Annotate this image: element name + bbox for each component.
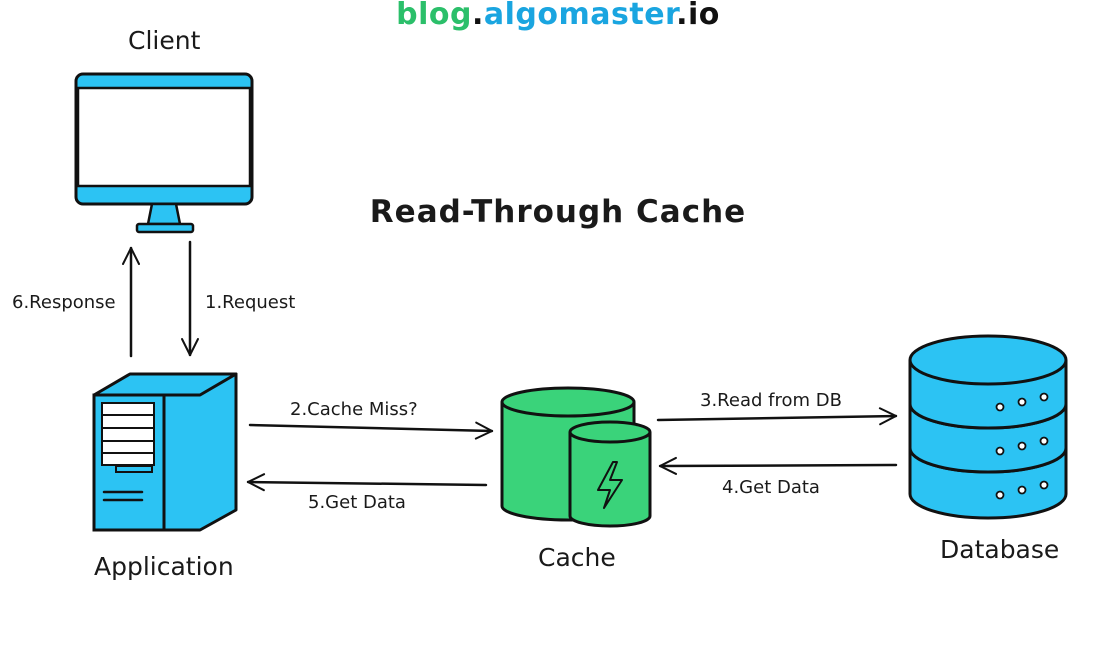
cache-icon: [500, 386, 652, 528]
cache-label: Cache: [538, 543, 616, 572]
edge-label-cache-miss: 2.Cache Miss?: [290, 399, 418, 420]
client-monitor-icon: [74, 72, 254, 234]
diagram-title: Read-Through Cache: [369, 194, 747, 230]
database-icon: [908, 334, 1068, 520]
brand-dot: .: [471, 0, 484, 32]
arrow-get-data-cache: [246, 473, 488, 492]
arrow-cache-miss: [248, 421, 494, 440]
edge-label-request: 1.Request: [205, 292, 296, 313]
client-label: Client: [128, 26, 201, 55]
application-server-icon: [92, 372, 238, 532]
brand-part-io: .io: [676, 0, 720, 32]
brand-logo: blog.algomaster.io: [0, 0, 1116, 32]
edge-label-get-data-cache: 5.Get Data: [308, 492, 406, 513]
database-label: Database: [940, 535, 1060, 564]
application-label: Application: [94, 552, 234, 581]
brand-part-blog: blog: [396, 0, 472, 32]
edge-label-get-data-db: 4.Get Data: [722, 477, 820, 498]
brand-part-algomaster: algomaster: [483, 0, 677, 32]
edge-label-response: 6.Response: [12, 292, 116, 313]
edge-label-read-db: 3.Read from DB: [700, 390, 842, 411]
arrow-get-data-db: [658, 456, 898, 475]
arrow-read-db: [656, 407, 898, 426]
lightning-icon: [597, 461, 623, 509]
